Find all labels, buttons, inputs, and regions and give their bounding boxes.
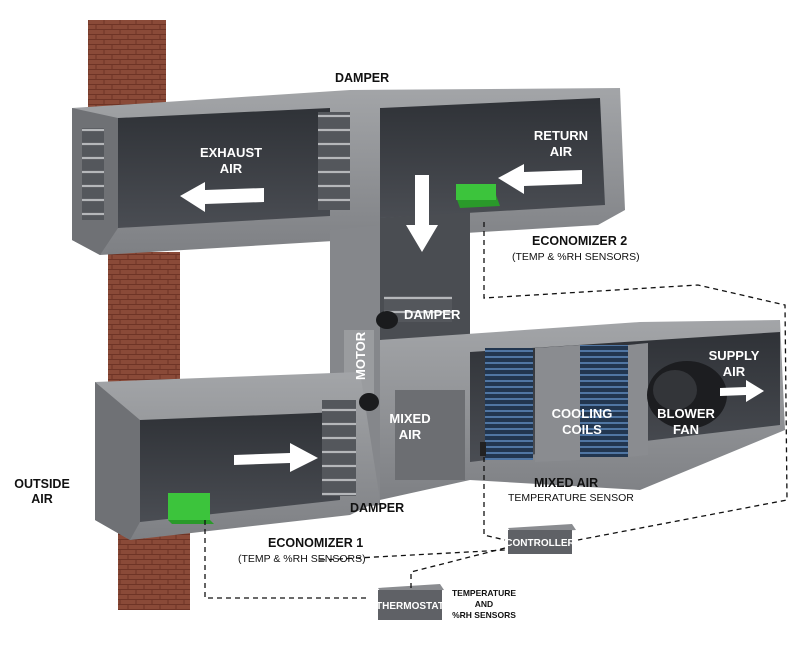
cooling-coils-label-line2: COILS [562, 422, 602, 437]
thermostat-label: THERMOSTAT [376, 601, 444, 612]
controller-label: CONTROLLER [505, 538, 575, 549]
motor-upper-icon [376, 311, 398, 329]
economizer-1-title: ECONOMIZER 1 [268, 536, 363, 550]
middle-damper-label: DAMPER [404, 307, 461, 322]
blower-fan-label-line1: BLOWER [657, 406, 715, 421]
exhaust-air-label-line2: AIR [220, 161, 243, 176]
thermostat-box: THERMOSTAT [376, 584, 444, 620]
supply-air-label-line1: SUPPLY [709, 348, 760, 363]
blower-fan-label-line2: FAN [673, 422, 699, 437]
mixed-air-sensor-label-line2: TEMPERATURE SENSOR [508, 492, 634, 504]
return-air-label-line2: AIR [550, 144, 573, 159]
temp-rh-label-line2: AND [475, 599, 493, 609]
mixed-air-sensor-label-line1: MIXED AIR [534, 476, 598, 490]
controller-box: CONTROLLER [505, 524, 576, 554]
outside-air-label-line1: OUTSIDE [14, 477, 70, 491]
upper-duct [72, 88, 625, 255]
economizer-2-sensor [456, 184, 500, 208]
mixed-air-label-line1: MIXED [389, 411, 430, 426]
economizer-1-sensor [168, 493, 214, 524]
top-damper-label: DAMPER [335, 71, 389, 85]
exhaust-arrow-icon [180, 182, 264, 212]
economizer-1-subtitle: (TEMP & %RH SENSORS) [238, 553, 366, 565]
economizer-2-subtitle: (TEMP & %RH SENSORS) [512, 251, 640, 263]
mixed-air-label-line2: AIR [399, 427, 422, 442]
bottom-damper-label: DAMPER [350, 501, 404, 515]
return-air-label-line1: RETURN [534, 128, 588, 143]
control-wiring [204, 222, 788, 599]
exhaust-air-label-line1: EXHAUST [200, 145, 262, 160]
outside-air-label-line2: AIR [31, 492, 53, 506]
motor-label: MOTOR [353, 331, 368, 380]
lower-right-duct [380, 320, 785, 500]
motor-lower-icon [359, 393, 379, 411]
temp-rh-label-line3: %RH SENSORS [452, 610, 516, 620]
down-arrow-icon [406, 175, 438, 252]
supply-air-label-line2: AIR [723, 364, 746, 379]
return-arrow-icon [498, 164, 582, 194]
outside-arrow-icon [234, 443, 318, 472]
temp-rh-label-line1: TEMPERATURE [452, 588, 516, 598]
cooling-coils-label-line1: COOLING [552, 406, 613, 421]
supply-arrow-icon [720, 380, 764, 402]
economizer-2-title: ECONOMIZER 2 [532, 234, 627, 248]
mixed-air-sensor [480, 442, 486, 456]
